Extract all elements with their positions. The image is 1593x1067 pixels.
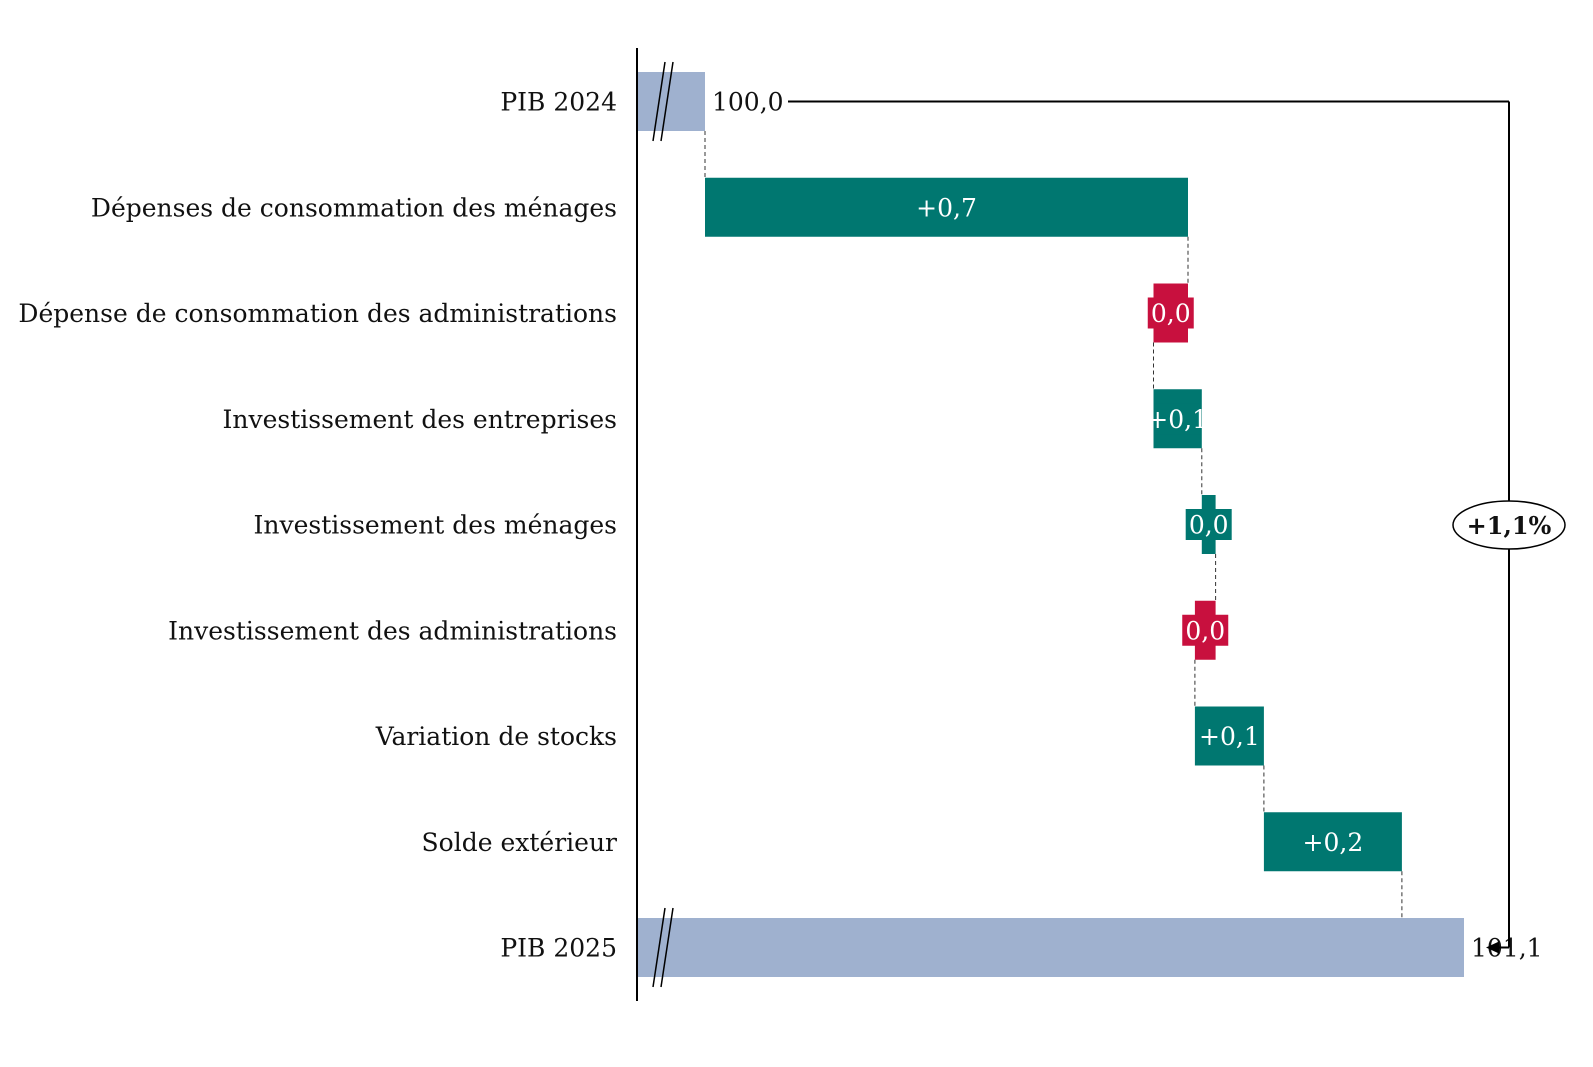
category-label-2: Dépense de consommation des administrati… — [18, 299, 617, 328]
bar-8 — [637, 918, 1464, 977]
change-annotation: +1,1% — [788, 100, 1566, 954]
delta-value-label-7: +0,2 — [1303, 828, 1364, 857]
bar-0 — [637, 72, 705, 131]
bar-7 — [1263, 812, 1402, 872]
category-label-0: PIB 2024 — [500, 88, 617, 117]
bar-label-bg-2 — [1147, 297, 1194, 329]
bars — [637, 61, 1464, 988]
delta-value-label-3: +0,1 — [1147, 405, 1208, 434]
category-label-1: Dépenses de consommation des ménages — [91, 193, 617, 222]
delta-value-label-5: 0,0 — [1185, 616, 1225, 645]
category-label-6: Variation de stocks — [375, 722, 617, 751]
bar-label-bg-4 — [1185, 509, 1232, 540]
bar-label-bg-5 — [1182, 614, 1229, 646]
category-label-4: Investissement des ménages — [253, 511, 617, 540]
change-ellipse — [1452, 500, 1566, 550]
total-value-label-0: 100,0 — [712, 88, 784, 117]
axis-break-mark-a-8 — [652, 907, 666, 988]
delta-value-label-2: 0,0 — [1151, 299, 1191, 328]
change-percent-label: +1,1% — [1467, 511, 1552, 540]
delta-value-label-4: 0,0 — [1189, 511, 1229, 540]
bracket-arrowhead — [1486, 941, 1499, 954]
delta-value-label-6: +0,1 — [1199, 722, 1260, 751]
axis-break-mark-b-0 — [660, 61, 674, 142]
delta-value-label-1: +0,7 — [916, 193, 977, 222]
axis-break-mark-b-8 — [660, 907, 674, 988]
category-label-7: Solde extérieur — [422, 828, 617, 857]
bar-6 — [1194, 706, 1264, 766]
bar-1 — [705, 177, 1188, 237]
connector-lines — [704, 131, 1403, 918]
axis-break-mark-a-0 — [652, 61, 666, 142]
category-label-8: PIB 2025 — [500, 934, 617, 963]
category-label-5: Investissement des administrations — [168, 616, 617, 645]
category-label-3: Investissement des entreprises — [223, 405, 617, 434]
bar-label-bg-3 — [1154, 403, 1201, 435]
